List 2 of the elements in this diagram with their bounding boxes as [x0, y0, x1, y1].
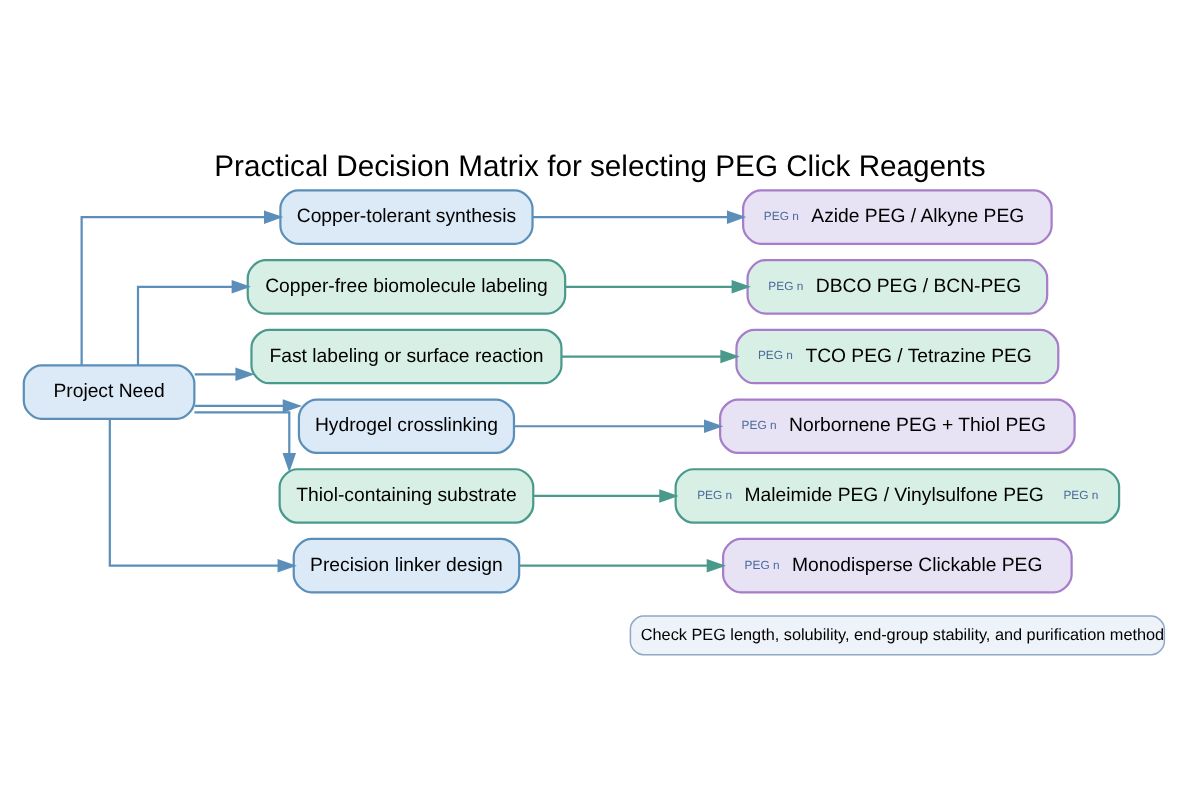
label: Check PEG length, solubility, end-group stability, and purification method — [640, 624, 1165, 643]
diagram-title: Practical Decision Matrix for selecting PEG Click Reagents — [214, 150, 986, 183]
